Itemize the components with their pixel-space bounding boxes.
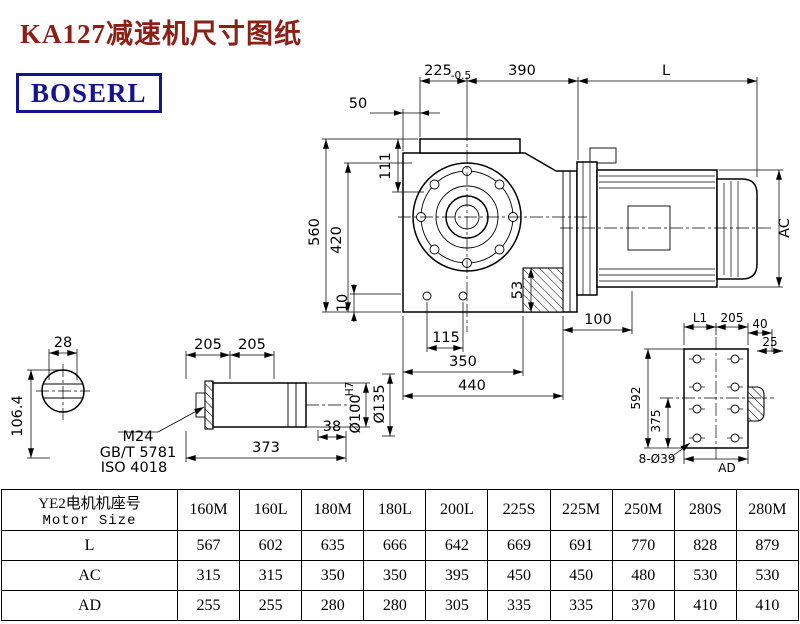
dim-420-label: 420 [329, 226, 345, 254]
table-cell: 335 [487, 590, 551, 621]
table-row-L: L 567 602 635 666 642 669 691 770 828 87… [1, 530, 800, 561]
dim-38-label: 38 [323, 419, 341, 435]
dim-592-label: 592 [629, 387, 643, 410]
table-cell: 350 [363, 560, 427, 591]
table-cell: 395 [425, 560, 489, 591]
dim-AD-label: AD [718, 461, 735, 475]
dim-440-label: 440 [458, 378, 486, 394]
table-cell: 255 [176, 590, 241, 621]
row-label: AD [1, 590, 178, 621]
table-cell: 450 [487, 560, 551, 591]
table-cell: 480 [611, 560, 675, 591]
dim-25-label: 25 [762, 335, 777, 349]
dim-205-label: 205 [721, 311, 744, 325]
column-header: 225S [487, 489, 551, 531]
table-cell: 370 [611, 590, 675, 621]
gearbox-housing [402, 138, 578, 313]
dim-106-4-label: 106.4 [10, 395, 26, 437]
table-cell: 315 [176, 560, 241, 591]
dim-L-label: L [662, 63, 670, 79]
dim-560-label: 560 [307, 218, 323, 246]
dim-225-tolerance: -0.5 [451, 70, 472, 82]
table-cell: 567 [176, 530, 241, 561]
dim-28-label: 28 [54, 335, 72, 351]
table-cell: 669 [487, 530, 551, 561]
table-cell: 335 [549, 590, 613, 621]
boserl-logo: BOSERL [16, 73, 162, 114]
column-header: 200L [425, 489, 489, 531]
motor [576, 147, 758, 296]
dim-100-label: 100 [584, 312, 612, 328]
boserl-logo-text: BOSERL [31, 78, 147, 108]
dim-373-label: 373 [252, 440, 280, 456]
dim-AC-label: AC [777, 218, 793, 238]
dim-40-label: 40 [752, 317, 767, 331]
motor-size-header-en: Motor Size [42, 512, 137, 529]
dim-L1-label: L1 [693, 311, 707, 325]
column-header: 160M [176, 489, 241, 531]
table-cell: 280 [363, 590, 427, 621]
table-cell: 530 [673, 560, 737, 591]
bolt-holes-label: 8-Ø39 [639, 452, 676, 466]
motor-size-table: YE2电机机座号 Motor Size 160M 160L 180M 180L … [1, 489, 800, 621]
main-centerlines [398, 128, 772, 332]
table-cell: 691 [549, 530, 613, 561]
table-cell: 666 [363, 530, 427, 561]
column-header: 280M [735, 489, 800, 531]
column-header: 225M [549, 489, 613, 531]
dim-50-label: 50 [349, 96, 367, 112]
table-cell: 410 [735, 590, 800, 621]
table-cell: 879 [735, 530, 800, 561]
dim-115-label: 115 [432, 330, 460, 346]
dim-bore-label: Ø100 [348, 394, 364, 433]
page-title: KA127减速机尺寸图纸 [20, 19, 302, 49]
table-cell: 450 [549, 560, 613, 591]
dim-205b-label: 205 [238, 337, 266, 353]
dim-350-label: 350 [449, 354, 477, 370]
dim-hub-label: Ø135 [372, 384, 388, 423]
dim-375-label: 375 [649, 410, 663, 433]
dim-53-label: 53 [510, 281, 526, 299]
table-cell: 305 [425, 590, 489, 621]
row-label: AC [1, 560, 178, 591]
table-row-AD: AD 255 255 280 280 305 335 335 370 410 4… [1, 590, 800, 621]
table-cell: 770 [611, 530, 675, 561]
main-dimensions: 225 -0.5 390 L 50 111 560 420 10 53 AC 1… [307, 63, 793, 400]
column-header: 160L [239, 489, 303, 531]
table-cell: 255 [239, 590, 303, 621]
motor-size-header-cn: YE2电机机座号 [38, 495, 141, 512]
technical-drawing: 225 -0.5 390 L 50 111 560 420 10 53 AC 1… [10, 63, 793, 476]
flange-bolt-holes [689, 354, 743, 443]
dim-225-label: 225 [424, 63, 452, 79]
table-cell: 315 [239, 560, 303, 591]
column-header: 180M [301, 489, 365, 531]
table-header-row: YE2电机机座号 Motor Size 160M 160L 180M 180L … [1, 489, 800, 531]
dim-bore-tolerance: H7 [344, 382, 356, 397]
row-label: L [1, 530, 178, 561]
shaft-view: 205 205 M24 GB/T 5781 ISO 4018 38 373 Ø1… [100, 337, 395, 476]
standard-iso-label: ISO 4018 [101, 460, 167, 476]
column-header: 250M [611, 489, 675, 531]
dim-205a-label: 205 [194, 337, 222, 353]
table-row-AC: AC 315 315 350 350 395 450 450 480 530 5… [1, 560, 800, 591]
standard-gb-label: GB/T 5781 [100, 445, 176, 461]
table-cell: 828 [673, 530, 737, 561]
column-header: 280S [673, 489, 737, 531]
table-cell: 410 [673, 590, 737, 621]
table-cell: 350 [301, 560, 365, 591]
thread-label: M24 [123, 429, 154, 445]
shaft-end-view: 28 106.4 [10, 335, 90, 459]
table-cell: 602 [239, 530, 303, 561]
flange-view: L1 205 40 25 592 375 8-Ø39 AD [629, 311, 783, 475]
dim-390-label: 390 [508, 63, 536, 79]
motor-size-header-cell: YE2电机机座号 Motor Size [1, 489, 178, 531]
dim-111-label: 111 [378, 152, 394, 180]
table-cell: 642 [425, 530, 489, 561]
table-cell: 635 [301, 530, 365, 561]
table-cell: 280 [301, 590, 365, 621]
column-header: 180L [363, 489, 427, 531]
table-cell: 530 [735, 560, 800, 591]
dim-10-label: 10 [335, 294, 351, 312]
